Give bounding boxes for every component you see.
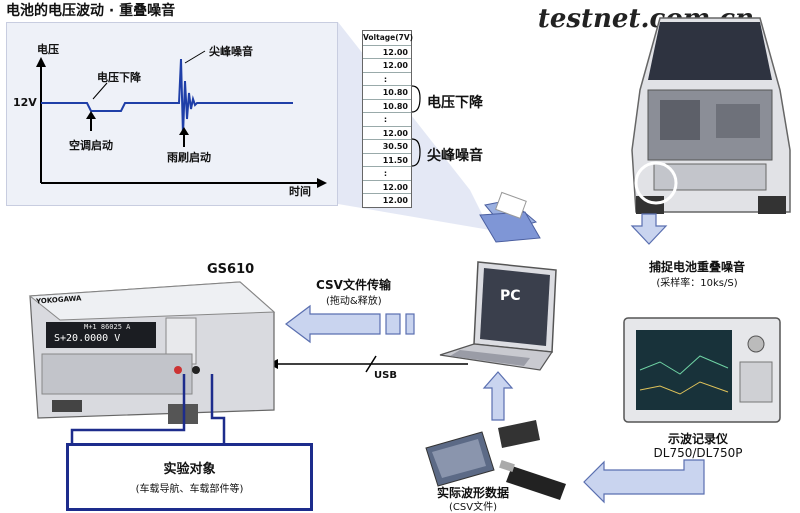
csv-transfer-label: CSV文件传输 xyxy=(316,278,391,292)
table-row: : xyxy=(363,166,411,180)
car-illustration xyxy=(631,17,791,214)
light-beam xyxy=(338,22,490,230)
up-arrow xyxy=(482,371,514,421)
oscilloscope-device xyxy=(623,317,781,423)
storage-devices xyxy=(425,420,566,500)
table-row: : xyxy=(363,71,411,86)
scope-to-data-arrow xyxy=(583,459,705,504)
wiper-arrow-head xyxy=(179,127,189,135)
gs610-name: GS610 xyxy=(207,262,255,277)
drop-bracket xyxy=(411,85,421,113)
ac-label: 空调启动 xyxy=(69,139,113,152)
battery-highlight xyxy=(634,161,678,205)
y-axis-label: 电压 xyxy=(37,43,59,56)
gs610-display-line1: M+1 86025 A xyxy=(84,323,131,331)
ac-arrow-head xyxy=(86,111,96,119)
capture-arrow xyxy=(630,213,668,245)
folder-icon xyxy=(479,191,541,243)
voltage-table: Voltage(7V) 12.00 12.00 : 10.80 10.80 : … xyxy=(362,30,414,208)
usb-slash xyxy=(365,355,377,373)
drop-label: 电压下降 xyxy=(97,71,141,84)
laptop-pc xyxy=(439,261,557,371)
x-axis-arrow xyxy=(317,178,327,188)
x-axis-label: 时间 xyxy=(289,185,311,198)
spike-bracket xyxy=(411,138,421,167)
gs610-display-line2: S+20.0000 V xyxy=(54,333,121,344)
drop-pointer xyxy=(92,82,108,100)
table-callout-drop: 电压下降 xyxy=(427,95,483,111)
table-row: 30.50 xyxy=(363,139,411,153)
waveform-data-sub: (CSV文件) xyxy=(449,502,497,513)
wiper-label: 雨刷启动 xyxy=(167,151,211,164)
oscilloscope-title: 示波记录仪 xyxy=(667,432,728,446)
spike-label: 尖峰噪音 xyxy=(209,45,253,58)
waveform-graph xyxy=(36,50,327,188)
table-callout-spike: 尖峰噪音 xyxy=(427,148,483,164)
table-row: 12.00 xyxy=(363,125,411,140)
table-row: 12.00 xyxy=(363,179,411,194)
waveform-panel: 电压 12V 电压下降 空调启动 尖峰噪音 雨刷启动 时间 xyxy=(6,22,338,206)
waveform-data-title: 实际波形数据 xyxy=(436,486,509,500)
voltage-signal xyxy=(41,58,293,136)
pc-label: PC xyxy=(500,288,521,304)
csv-transfer-sub: (拖动&释放) xyxy=(326,296,382,307)
table-row: 12.00 xyxy=(363,193,411,207)
table-row: 10.80 xyxy=(363,85,411,99)
test-object-title: 实验对象 xyxy=(163,462,216,477)
test-object-sub: (车载导航、车载部件等) xyxy=(135,484,244,495)
table-row: 12.00 xyxy=(363,44,411,59)
table-header: Voltage(7V) xyxy=(363,33,414,42)
wire-right xyxy=(210,374,226,444)
capture-title: 捕捉电池重叠噪音 xyxy=(648,260,745,274)
wire-left xyxy=(70,374,186,444)
test-object-box: 实验对象 (车载导航、车载部件等) xyxy=(66,443,313,511)
spike-pointer xyxy=(184,50,206,64)
y-axis-arrow xyxy=(36,57,46,67)
table-row: 12.00 xyxy=(363,58,411,72)
capture-sub: (采样率：10ks/S) xyxy=(656,278,738,289)
oscilloscope-model: DL750/DL750P xyxy=(653,446,743,460)
csv-transfer-arrow xyxy=(285,304,415,344)
table-row: 10.80 xyxy=(363,98,411,113)
diagram-title: 电池的电压波动 · 重叠噪音 xyxy=(6,3,176,19)
table-row: : xyxy=(363,112,411,126)
level-label: 12V xyxy=(13,96,37,109)
usb-label: USB xyxy=(374,370,397,381)
table-row: 11.50 xyxy=(363,152,411,167)
